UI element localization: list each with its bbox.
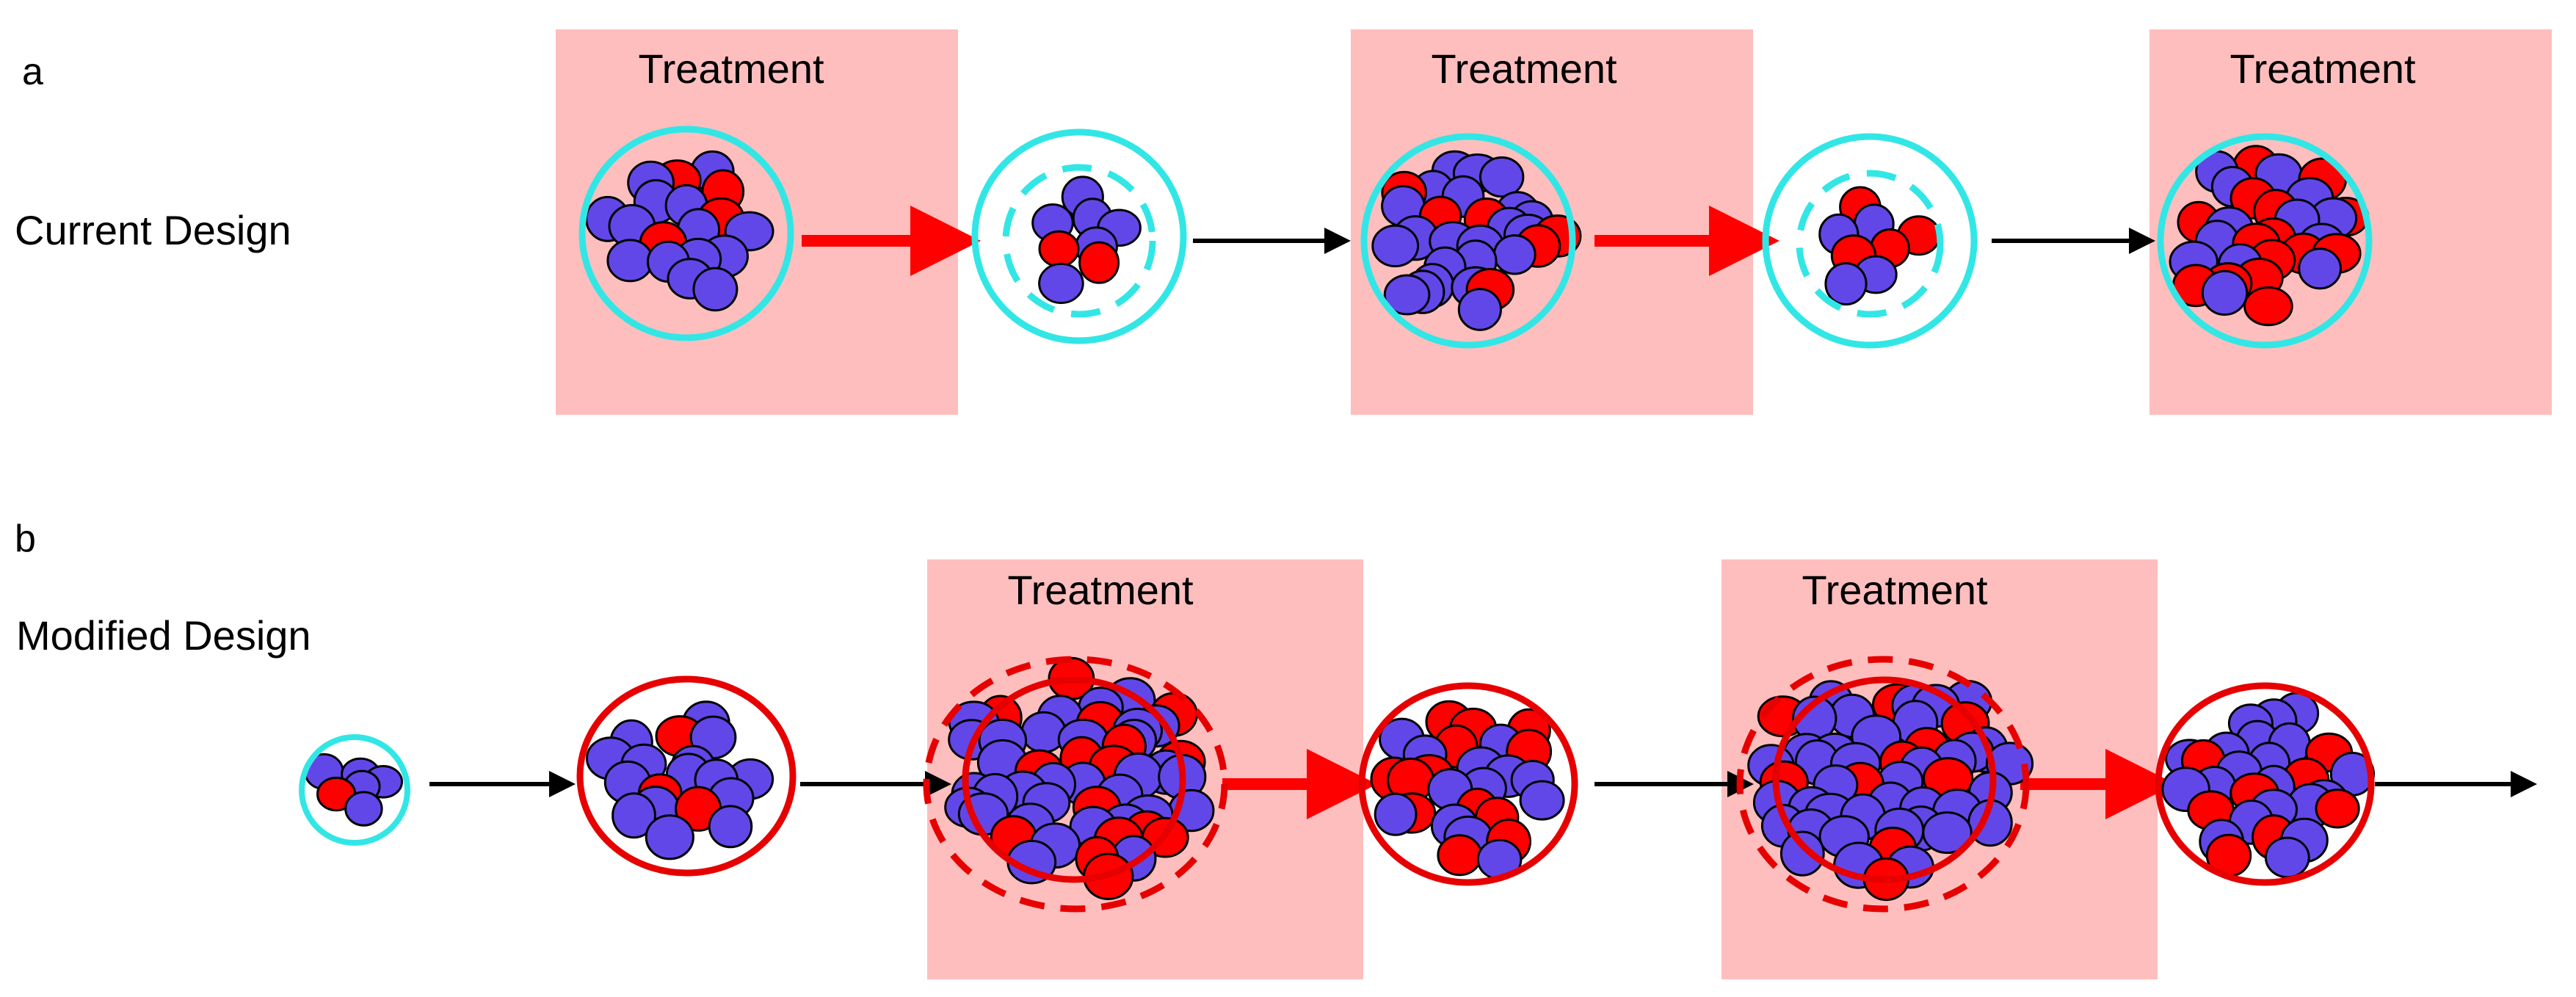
cyan-capsule	[299, 734, 410, 846]
cyan-capsule	[578, 126, 794, 341]
cell	[692, 267, 739, 312]
cell	[1922, 811, 1973, 855]
cell	[1479, 156, 1525, 198]
red-capsule-expanded	[923, 656, 1228, 913]
treatment-label: Treatment	[1007, 567, 1194, 613]
cell	[1492, 234, 1536, 275]
cell-clusters	[304, 145, 2375, 902]
cell	[344, 791, 383, 827]
cell	[1779, 830, 1825, 877]
cell	[1437, 834, 1483, 877]
panel-letter-b: b	[15, 518, 36, 560]
cell	[606, 239, 654, 283]
cell	[612, 792, 656, 839]
cell	[2243, 286, 2293, 327]
red-capsule	[1772, 676, 1997, 883]
treatment-label: Treatment	[1431, 46, 1617, 92]
cyan-capsule	[971, 128, 1187, 344]
cell	[1457, 288, 1503, 331]
cyan-capsule	[1762, 133, 1978, 349]
cell	[2264, 836, 2310, 879]
current-design-label: Current Design	[15, 207, 291, 253]
cell	[1371, 224, 1420, 268]
cyan-capsule-shrunk	[1002, 164, 1156, 318]
red-capsule-expanded	[1736, 656, 2030, 913]
cell	[2315, 788, 2360, 829]
red-capsule	[2155, 682, 2375, 886]
cell	[645, 814, 694, 860]
treatment-label: Treatment	[2229, 46, 2416, 92]
cell	[1038, 262, 1084, 305]
red-capsule	[1358, 682, 1578, 886]
red-capsule	[576, 675, 797, 877]
modified-design-label: Modified Design	[16, 612, 311, 659]
cell	[2201, 269, 2249, 316]
cell	[1383, 274, 1431, 316]
arrows	[429, 206, 2537, 819]
cell	[708, 805, 753, 849]
treatment-label: Treatment	[1802, 567, 1988, 613]
panel-letter-a: a	[22, 51, 43, 93]
cell	[2298, 247, 2343, 290]
cell	[1038, 230, 1080, 268]
capsules	[299, 126, 2375, 913]
red-capsule	[962, 676, 1186, 883]
cell	[1824, 262, 1868, 306]
cell	[1519, 780, 1565, 821]
treatment-label: Treatment	[638, 46, 824, 92]
cell	[1374, 792, 1418, 836]
cell	[1078, 241, 1120, 284]
cyan-capsule	[1360, 133, 1576, 349]
cyan-capsule-shrunk	[1796, 170, 1944, 318]
cyan-capsule	[2157, 133, 2373, 349]
